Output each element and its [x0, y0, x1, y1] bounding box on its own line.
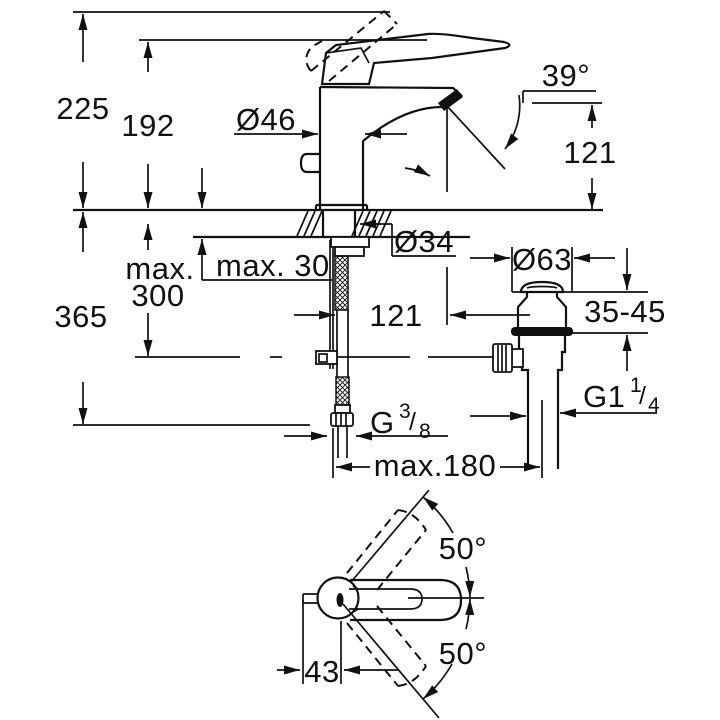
supply-hose-upper: [336, 310, 349, 377]
drain-gasket: [511, 327, 573, 336]
handle-top-view: 50° 50° 43: [277, 489, 487, 719]
supply-thread-denominator: 8: [419, 420, 431, 443]
drain-thread-numerator: 1: [630, 374, 642, 397]
dim-stream-angle: 39°: [542, 58, 590, 93]
supply-nut-knurl: [335, 413, 347, 426]
dim-swing-up: 50°: [439, 531, 487, 566]
dim-hose-below: 365: [54, 299, 107, 334]
supply-thread-numerator: 3: [399, 400, 411, 423]
dim-3545-reference-lines: [512, 291, 648, 334]
dim-outlet-height: 121: [563, 135, 616, 170]
base-flange: [314, 203, 369, 210]
spout-underside: [362, 105, 443, 142]
spout-top-edge: [319, 85, 463, 97]
swing-upper-boundary: [350, 489, 430, 583]
rod-tee-detail: [318, 353, 328, 363]
dim-hole-diameter: Ø34: [394, 224, 454, 259]
angle-reference-line: [522, 90, 596, 103]
dim-body-diameter: Ø46: [236, 102, 296, 137]
dim-deck-thickness: max. 30: [216, 248, 330, 283]
supply-hose-lower: [337, 426, 348, 458]
dim-43-extension-lines: [302, 600, 342, 684]
stream-direction-line: [446, 105, 506, 170]
dim-center-distance: max.180: [374, 448, 496, 483]
dim-d63-extension-lines: [511, 247, 573, 292]
dim-clamping-range: 35-45: [584, 294, 666, 329]
drain-thread-slash: /: [639, 382, 646, 410]
drain-cap: [519, 280, 565, 294]
pull-rod-knob: [299, 152, 320, 174]
swing-up-arc-inner: [465, 566, 475, 598]
drain-cap-rim: [526, 285, 558, 289]
drain-upper-body: [516, 292, 568, 327]
dim-flange-diameter: Ø63: [512, 242, 572, 277]
dim-handle-offset: 43: [304, 654, 339, 689]
hose-crimp: [334, 404, 351, 414]
lever-outline: [350, 578, 463, 622]
dim-swing-down: 50°: [439, 636, 487, 671]
dim-rod-below-1: max.: [125, 251, 194, 286]
supply-thread-base: G: [370, 405, 395, 440]
drain-thread-base: G1: [583, 379, 625, 414]
mounting-nut: [334, 246, 365, 257]
threaded-shank: [334, 255, 349, 311]
swing-down-arc-outer: [422, 663, 453, 700]
lever-tick-marks: [352, 585, 359, 613]
handle-rotated-down-dashed: [346, 605, 427, 687]
supply-thread-slash: /: [409, 408, 416, 436]
shank-sleeve: [321, 210, 357, 237]
drain-thread-denominator: 4: [648, 394, 660, 417]
dim-max180-extension-lines: [332, 400, 543, 478]
supply-nut: [330, 412, 354, 427]
lever-inner-outline: [349, 588, 423, 610]
dim-d34-leader: [391, 224, 456, 257]
handle-lever-closed: [320, 32, 511, 86]
drain-knob-knurl: [497, 345, 507, 371]
pivot-mark: [336, 593, 344, 607]
handle-pivot-circle: [316, 576, 360, 620]
braided-hose: [335, 376, 350, 409]
spout-outlet: [438, 89, 463, 111]
dim-spout-reach: 121: [369, 298, 422, 333]
handle-lever-raised-dashed: [305, 10, 398, 82]
faucet-side-view: [73, 10, 603, 458]
handle-facet-line: [325, 47, 370, 64]
angle-arc-lower: [404, 164, 431, 177]
dim-overall-height: 225: [56, 91, 109, 126]
dim-spout-top-height: 192: [121, 108, 174, 143]
angle-arc: [504, 94, 521, 150]
dim-rod-below-2: 300: [131, 278, 184, 313]
mounting-washer: [330, 236, 370, 248]
swing-down-arc-inner: [465, 598, 475, 630]
swing-up-arc-outer: [422, 496, 454, 534]
handle-rotated-up-dashed: [346, 509, 427, 591]
pop-up-pull-rod: [329, 240, 334, 369]
drain-assembly: [492, 280, 573, 469]
dimension-annotations: 225 192 Ø46 39° 121 max. 30 Ø34 121: [54, 14, 666, 483]
